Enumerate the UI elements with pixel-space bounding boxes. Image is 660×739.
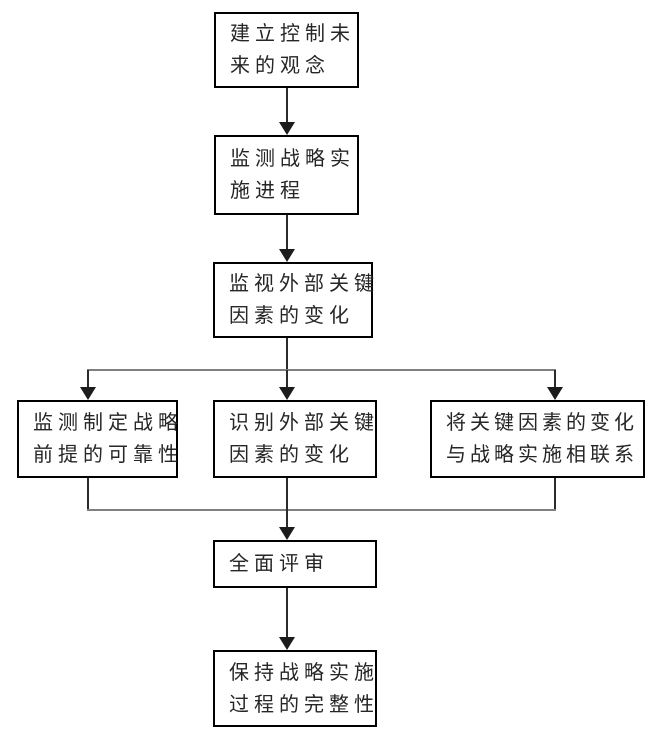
node-text-line: 监视外部关键 xyxy=(229,273,379,295)
arrow-down-icon xyxy=(279,637,295,650)
node-text-line: 来的观念 xyxy=(230,55,330,77)
node-establish-future-control-concept: 建立控制未 来的观念 xyxy=(214,12,359,88)
connector-line xyxy=(554,370,556,388)
arrow-down-icon xyxy=(279,122,295,135)
node-identify-external-key-factor-changes: 识别外部关键 因素的变化 xyxy=(213,400,377,478)
node-monitor-strategy-implementation-progress: 监测战略实 施进程 xyxy=(214,135,359,215)
merge-connector-line xyxy=(87,509,556,511)
node-text-line: 全面评审 xyxy=(229,553,329,575)
node-text-line: 施进程 xyxy=(230,180,305,202)
node-link-factor-changes-to-implementation: 将关键因素的变化 与战略实施相联系 xyxy=(430,400,645,478)
node-text-line: 将关键因素的变化 xyxy=(446,412,638,434)
node-maintain-implementation-integrity: 保持战略实施 过程的完整性 xyxy=(213,650,377,727)
connector-line xyxy=(87,478,89,511)
arrow-down-icon xyxy=(279,527,295,540)
node-text-line: 前提的可靠性 xyxy=(33,444,183,466)
connector-line xyxy=(286,588,288,638)
connector-line xyxy=(286,478,288,528)
node-text-line: 因素的变化 xyxy=(229,444,354,466)
node-text-line: 因素的变化 xyxy=(229,305,354,327)
split-connector-line xyxy=(87,369,556,371)
connector-line xyxy=(554,478,556,511)
node-text-line: 识别外部关键 xyxy=(229,412,379,434)
node-watch-external-key-factor-changes: 监视外部关键 因素的变化 xyxy=(213,262,379,338)
arrow-down-icon xyxy=(279,387,295,400)
connector-line xyxy=(87,370,89,388)
node-text-line: 与战略实施相联系 xyxy=(446,444,638,466)
node-text-line: 保持战略实施 xyxy=(229,661,379,684)
node-text-line: 监测制定战略 xyxy=(33,412,183,434)
node-monitor-strategy-premise-reliability: 监测制定战略 前提的可靠性 xyxy=(17,400,178,478)
node-text-line: 过程的完整性 xyxy=(229,693,379,716)
node-text-line: 监测战略实 xyxy=(230,148,355,170)
connector-line xyxy=(286,370,288,388)
connector-line xyxy=(286,215,288,251)
node-text-line: 建立控制未 xyxy=(230,23,355,45)
connector-line xyxy=(286,88,288,124)
arrow-down-icon xyxy=(547,387,563,400)
arrow-down-icon xyxy=(80,387,96,400)
arrow-down-icon xyxy=(279,249,295,262)
connector-line xyxy=(286,338,288,370)
node-comprehensive-review: 全面评审 xyxy=(213,540,377,588)
